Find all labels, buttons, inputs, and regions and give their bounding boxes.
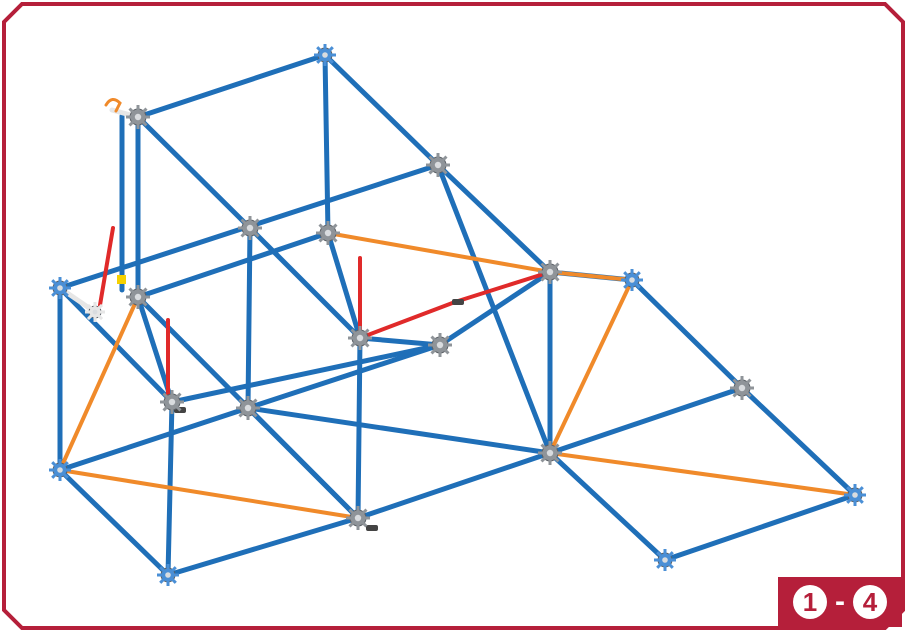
gray-connector-icon xyxy=(316,221,340,245)
gray-connector-icon xyxy=(126,285,150,309)
rod-coupler xyxy=(452,299,464,305)
gray-connector-icon xyxy=(426,153,450,177)
blue-connector-icon xyxy=(844,484,866,506)
orange-rod xyxy=(548,451,857,497)
gray-connector-icon xyxy=(346,506,370,530)
gray-connector-icon xyxy=(126,105,150,129)
blue-connector-icon xyxy=(654,549,676,571)
gray-connector-icon xyxy=(538,260,562,284)
red-rod xyxy=(98,226,115,307)
blue-connector-icon xyxy=(314,44,336,66)
blue-connector-icon xyxy=(49,459,71,481)
blue-rod xyxy=(247,225,363,341)
orange-rod xyxy=(548,270,634,282)
blue-rod xyxy=(57,467,171,578)
blue-rod xyxy=(322,52,441,168)
blue-rod xyxy=(325,230,363,341)
red-rod xyxy=(358,300,457,340)
red-rod xyxy=(453,270,552,304)
blue-rod xyxy=(165,515,361,578)
step-range-badge: 1 - 4 xyxy=(778,577,902,627)
blue-connector-icon xyxy=(157,564,179,586)
gray-connector-icon xyxy=(85,302,105,322)
orange-rod xyxy=(58,295,140,472)
step-separator: - xyxy=(835,585,845,618)
blue-rod xyxy=(322,52,331,236)
blue-rod xyxy=(245,225,253,411)
blue-rod xyxy=(135,52,328,120)
blue-rod xyxy=(662,492,858,563)
blue-rod xyxy=(547,450,668,563)
blue-rod xyxy=(169,342,443,405)
gray-connector-icon xyxy=(730,376,754,400)
blue-rod xyxy=(629,277,745,391)
blue-rod xyxy=(245,342,443,411)
blue-rod xyxy=(135,230,331,300)
blue-connector-icon xyxy=(621,269,643,291)
yellow-clip-icon xyxy=(117,275,126,284)
blue-rod xyxy=(57,405,251,473)
blue-rod xyxy=(245,405,553,456)
blue-rod xyxy=(739,385,858,498)
gray-connector-icon xyxy=(348,326,372,350)
gray-connector-icon xyxy=(238,216,262,240)
orange-clip-icon xyxy=(104,98,122,113)
blue-rod xyxy=(355,450,553,521)
step-start-number: 1 xyxy=(793,585,827,619)
gray-connector-icon xyxy=(428,333,452,357)
rod-coupler xyxy=(366,525,378,531)
blue-rod xyxy=(547,385,745,456)
gray-connector-icon xyxy=(160,390,184,414)
blue-rod xyxy=(135,114,253,231)
gray-connector-icon xyxy=(538,441,562,465)
orange-rod xyxy=(548,278,634,455)
orange-rod xyxy=(326,231,552,274)
step-end-number: 4 xyxy=(853,585,887,619)
blue-rod xyxy=(355,335,363,521)
gray-connector-icon xyxy=(236,396,260,420)
blue-rod xyxy=(435,162,553,275)
orange-rod xyxy=(58,468,360,520)
blue-rod xyxy=(357,335,443,348)
blue-connector-icon xyxy=(49,277,71,299)
blue-rod xyxy=(437,269,553,348)
